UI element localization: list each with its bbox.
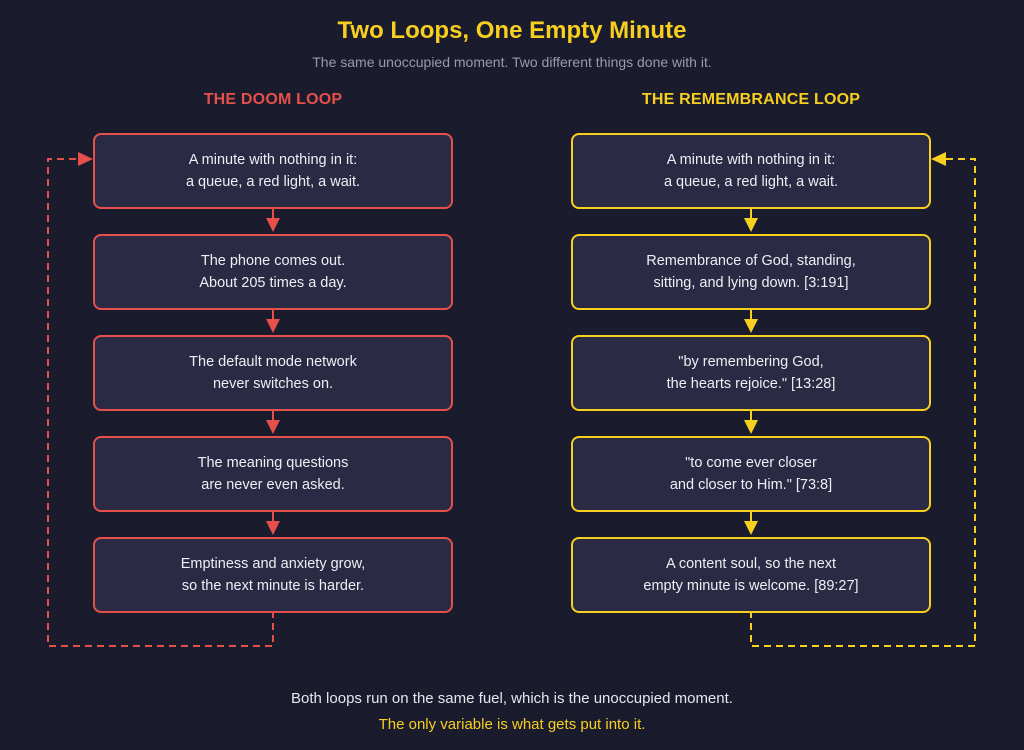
remembrance-step-2-line-2: sitting, and lying down. [3:191] [653, 275, 849, 291]
remembrance-step-1-line-1: A minute with nothing in it: [666, 152, 836, 168]
remembrance-step-5-line-1: A content soul, so the next [665, 556, 837, 572]
remembrance-step-3-line-1: "by remembering God, [678, 354, 824, 370]
doom-step-3-line-2: never switches on. [212, 376, 334, 392]
remembrance-step-4: "to come ever closer and closer to Him."… [571, 436, 931, 512]
footer-line-1: Both loops run on the same fuel, which i… [291, 690, 733, 707]
doom-return-loop [47, 152, 274, 647]
remembrance-step-2-line-1: Remembrance of God, standing, [646, 253, 856, 269]
remembrance-step-1-line-2: a queue, a red light, a wait. [663, 174, 839, 190]
doom-step-2-line-1: The phone comes out. [200, 253, 346, 269]
remembrance-return-loop [750, 152, 976, 647]
doom-step-1: A minute with nothing in it: a queue, a … [93, 133, 453, 209]
doom-arrow-4 [266, 512, 280, 535]
doom-step-4-line-2: are never even asked. [201, 477, 345, 493]
doom-step-3: The default mode network never switches … [93, 335, 453, 411]
doom-step-2: The phone comes out. About 205 times a d… [93, 234, 453, 310]
doom-step-5-line-2: so the next minute is harder. [181, 578, 365, 594]
remembrance-arrows [744, 209, 758, 535]
footer-line-2: The only variable is what gets put into … [378, 716, 646, 733]
remembrance-step-4-line-2: and closer to Him." [73:8] [669, 477, 833, 493]
doom-arrow-3 [266, 411, 280, 434]
remembrance-step-5: A content soul, so the next empty minute… [571, 537, 931, 613]
remembrance-arrow-3 [744, 411, 758, 434]
doom-step-4-line-1: The meaning questions [197, 455, 349, 471]
remembrance-arrow-2 [744, 310, 758, 333]
doom-loop-heading: THE DOOM LOOP [203, 91, 343, 108]
doom-step-1-line-1: A minute with nothing in it: [188, 152, 358, 168]
remembrance-arrow-4 [744, 512, 758, 535]
doom-step-3-line-1: The default mode network [189, 354, 357, 370]
doom-arrow-2 [266, 310, 280, 333]
remembrance-step-3-line-2: the hearts rejoice." [13:28] [666, 376, 836, 392]
remembrance-step-4-line-1: "to come ever closer [685, 455, 817, 471]
diagram-subtitle: The same unoccupied moment. Two differen… [312, 54, 712, 70]
doom-step-4: The meaning questions are never even ask… [93, 436, 453, 512]
remembrance-step-3: "by remembering God, the hearts rejoice.… [571, 335, 931, 411]
doom-step-1-line-2: a queue, a red light, a wait. [185, 174, 361, 190]
doom-step-2-line-2: About 205 times a day. [199, 275, 347, 291]
doom-arrow-1 [266, 209, 280, 232]
remembrance-step-2: Remembrance of God, standing, sitting, a… [571, 234, 931, 310]
diagram-title: Two Loops, One Empty Minute [337, 17, 687, 44]
remembrance-step-1: A minute with nothing in it: a queue, a … [571, 133, 931, 209]
remembrance-step-5-line-2: empty minute is welcome. [89:27] [643, 578, 859, 594]
doom-step-5: Emptiness and anxiety grow, so the next … [93, 537, 453, 613]
doom-arrows [266, 209, 280, 535]
remembrance-loop-heading: THE REMEMBRANCE LOOP [641, 91, 861, 108]
remembrance-arrow-1 [744, 209, 758, 232]
doom-step-5-line-1: Emptiness and anxiety grow, [180, 556, 366, 572]
